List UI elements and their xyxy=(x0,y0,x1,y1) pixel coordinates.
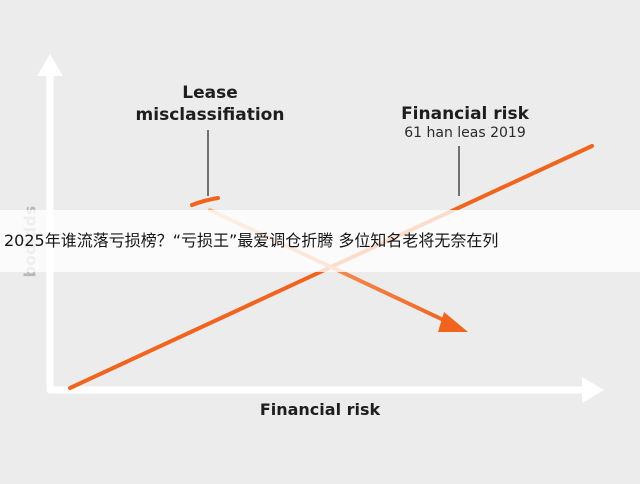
financial-risk-annotation-subtitle: 61 han leas 2019 xyxy=(404,125,526,141)
falling-arrow-tail-hook xyxy=(190,196,220,207)
falling-arrowhead xyxy=(438,312,468,332)
lease-annotation: Lease misclassifiation xyxy=(120,82,300,126)
caption-banner-text: 2025年谁流落亏损榜？“亏损王”最爱调仓折腾 多位知名老将无奈在列 xyxy=(4,231,499,250)
x-axis-label: Financial risk xyxy=(259,400,381,419)
lease-annotation-line2: misclassifiation xyxy=(135,105,285,125)
x-axis-arrowhead xyxy=(582,377,604,403)
financial-risk-annotation-title: Financial risk xyxy=(401,104,529,124)
caption-banner xyxy=(0,210,640,272)
x-axis xyxy=(46,377,604,403)
lease-annotation-line1: Lease xyxy=(182,83,238,103)
y-axis-arrowhead xyxy=(37,54,63,76)
